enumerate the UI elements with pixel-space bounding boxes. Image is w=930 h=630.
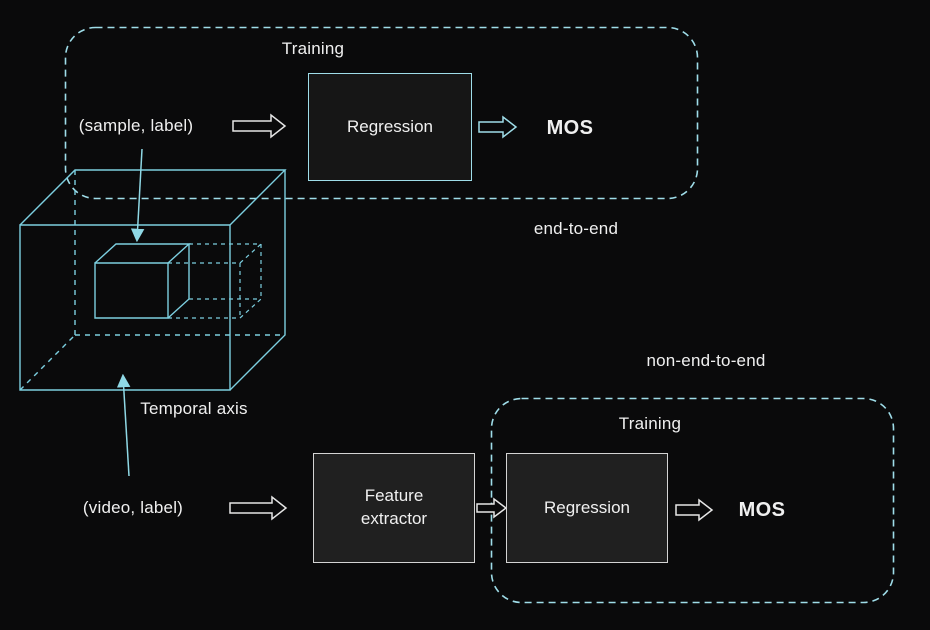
sample-cube (94, 243, 191, 319)
training-label-bottom: Training (618, 414, 682, 433)
feature-extractor-box-label: Feature extractor (360, 486, 428, 528)
non-end-to-end-caption: non-end-to-end (646, 351, 766, 370)
training-container-top (64, 26, 699, 200)
sample-label-input: (sample, label) (78, 116, 194, 135)
video-cube-wireframe (19, 169, 287, 391)
flow-arrow-regression-to-mos-bottom-icon (675, 498, 714, 522)
end-to-end-caption: end-to-end (533, 219, 619, 238)
regression-box-top-label: Regression (347, 116, 433, 136)
regression-box-bottom-label: Regression (544, 497, 630, 517)
feature-extractor-box: Feature extractor (313, 453, 475, 563)
temporal-axis-arrow-icon (116, 373, 131, 477)
video-label-input: (video, label) (82, 498, 184, 517)
temporal-axis-label: Temporal axis (140, 399, 248, 418)
mos-label-top: MOS (546, 117, 594, 139)
sample-pointer-arrow-icon (130, 148, 145, 243)
regression-box-bottom: Regression (506, 453, 668, 563)
flow-arrow-sample-to-regression-icon (232, 113, 287, 139)
flow-arrow-feature-to-regression-icon (476, 497, 508, 519)
sample-cube-ghost (168, 243, 262, 319)
flow-arrow-video-to-feature-icon (229, 495, 288, 521)
mos-label-bottom: MOS (738, 499, 786, 521)
regression-box-top: Regression (308, 73, 472, 181)
flow-arrow-regression-to-mos-top-icon (478, 115, 518, 139)
video-cube-hidden-edges (19, 170, 285, 391)
training-container-bottom (490, 397, 895, 604)
training-label-top: Training (281, 39, 345, 58)
